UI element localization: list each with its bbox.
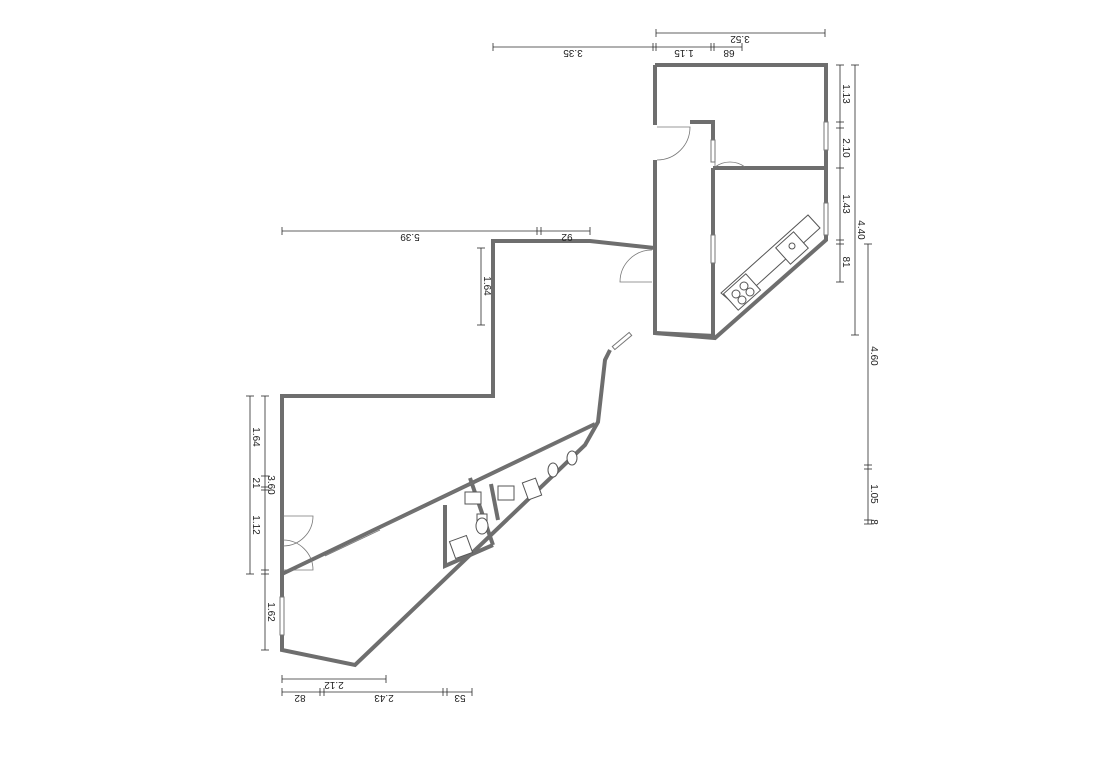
glass-wall-2 xyxy=(380,505,426,529)
window-diagonal-short xyxy=(611,331,633,351)
shower-icon-2 xyxy=(521,477,543,501)
dim-label: 3.52 xyxy=(730,33,750,44)
shower-icon xyxy=(448,534,474,560)
fixtures xyxy=(448,214,821,560)
dim-label: 1.12 xyxy=(250,515,261,535)
bath-partition-1 xyxy=(443,505,494,570)
dim-label: 81 xyxy=(840,256,851,268)
window-corridor-top xyxy=(710,139,716,163)
window-kitchen xyxy=(823,202,829,236)
washbasin-icon-2 xyxy=(497,485,515,501)
room-divider-wall xyxy=(690,120,715,142)
dim-label: 3.35 xyxy=(563,47,583,58)
stove-icon xyxy=(722,273,762,311)
dim-label: 1.15 xyxy=(674,47,694,58)
walls xyxy=(280,63,828,668)
dim-label: 68 xyxy=(723,47,735,58)
door-swing-upper-right xyxy=(714,142,746,168)
dimension-labels: 3.52 3.35 1.15 68 5.39 92 1.64 1.13 2.10… xyxy=(250,33,879,703)
windows xyxy=(279,121,829,636)
door-swing-middle xyxy=(619,249,653,283)
door-swing-upper-left xyxy=(656,126,691,161)
kitchen-sink-icon xyxy=(775,231,809,265)
bath-partition-2 xyxy=(468,477,495,546)
dim-label: 1.64 xyxy=(250,427,261,447)
dim-label: 4.40 xyxy=(855,220,866,240)
dim-label: 1.43 xyxy=(840,194,851,214)
dim-label: 1.64 xyxy=(481,276,492,296)
door-swing-left-bottom xyxy=(282,539,314,571)
dim-label: 21 xyxy=(250,477,261,489)
toilet-icon-2 xyxy=(547,462,559,478)
dim-label: 1.62 xyxy=(265,602,276,622)
dim-label: 5.39 xyxy=(400,231,420,242)
dim-label: 8 xyxy=(868,519,879,525)
glass-wall-1 xyxy=(324,529,381,557)
dim-label: 1.13 xyxy=(840,84,851,104)
dim-label: 3.60 xyxy=(265,475,276,495)
glass-wall-3 xyxy=(429,456,529,504)
dim-label: 2.43 xyxy=(374,692,394,703)
dim-label: 1.05 xyxy=(868,484,879,504)
dim-label: 82 xyxy=(294,692,306,703)
door-swing-left-top xyxy=(282,515,314,547)
window-upper-right xyxy=(823,121,829,151)
window-left-bottom xyxy=(279,596,285,636)
dim-label: 53 xyxy=(454,692,466,703)
dim-label: 4.60 xyxy=(868,346,879,366)
window-corridor-mid xyxy=(710,234,716,264)
toilet-icon xyxy=(475,513,489,535)
dim-label: 2.10 xyxy=(840,138,851,158)
dimension-lines xyxy=(246,29,872,696)
dim-label: 92 xyxy=(561,231,573,242)
washbasin-icon xyxy=(464,491,482,505)
doors xyxy=(282,126,746,571)
bath-partition-3 xyxy=(489,483,500,521)
dim-label: 2.12 xyxy=(324,679,344,690)
outer-wall xyxy=(280,63,828,668)
glass-wall-4 xyxy=(532,426,593,456)
bidet-icon xyxy=(566,450,578,466)
kitchen-bottom-wall xyxy=(654,331,716,338)
